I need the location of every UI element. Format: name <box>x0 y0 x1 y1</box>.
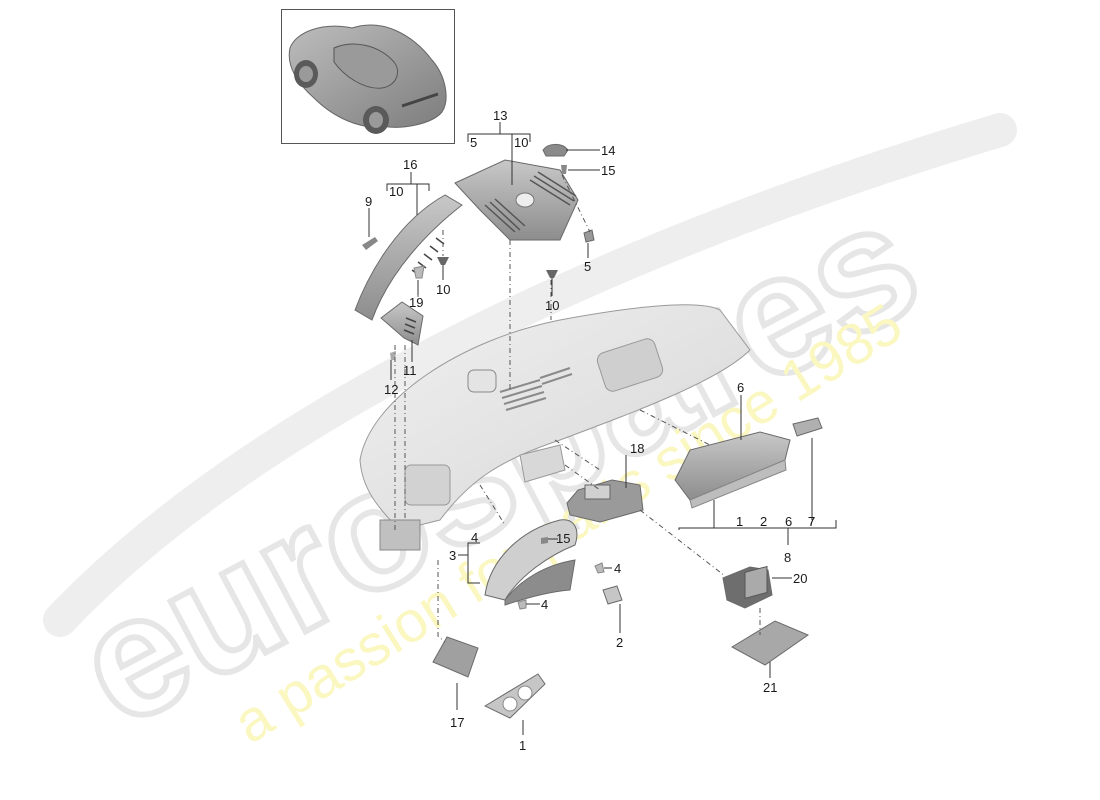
part-6-storage-lid <box>674 431 791 509</box>
part-1-bezel <box>483 673 546 719</box>
callout-15[interactable]: 15 <box>556 531 570 546</box>
part-14-cap <box>542 143 569 157</box>
part-17-lower-trim <box>432 636 479 678</box>
part-7-end-cap <box>792 417 823 437</box>
callout-17[interactable]: 17 <box>450 715 464 730</box>
callout-16-ref-10: 10 <box>389 184 403 199</box>
part-19-clip <box>413 265 425 279</box>
dashboard-carrier-part <box>359 304 751 551</box>
callout-12[interactable]: 12 <box>384 382 398 397</box>
callout-10[interactable]: 10 <box>436 282 450 297</box>
callout-4[interactable]: 4 <box>471 530 478 545</box>
part-4-clip <box>594 562 605 574</box>
callout-8-ref-6: 6 <box>785 514 792 529</box>
part-4-clip <box>517 599 527 610</box>
callout-13-ref-10: 10 <box>514 135 528 150</box>
part-5-clip <box>583 229 595 243</box>
part-10-rivet <box>437 257 449 265</box>
callout-8-ref-7: 7 <box>808 514 815 529</box>
part-13-center-cover <box>454 159 579 241</box>
leader-lines <box>368 122 837 735</box>
callout-8-ref-1: 1 <box>736 514 743 529</box>
part-10-rivet <box>546 270 558 278</box>
callout-18[interactable]: 18 <box>630 441 644 456</box>
callouts: 13 5 10 14 15 16 10 9 19 10 10 5 11 12 6… <box>365 108 815 753</box>
part-11-side-vent <box>380 301 424 346</box>
callout-11[interactable]: 11 <box>403 363 417 378</box>
callout-13-ref-5: 5 <box>470 135 477 150</box>
callout-10[interactable]: 10 <box>545 298 559 313</box>
callout-8[interactable]: 8 <box>784 550 791 565</box>
part-9-clip <box>362 237 378 250</box>
callout-9[interactable]: 9 <box>365 194 372 209</box>
callout-2[interactable]: 2 <box>616 635 623 650</box>
callout-4[interactable]: 4 <box>541 597 548 612</box>
callout-15[interactable]: 15 <box>601 163 615 178</box>
part-20-storage-box <box>722 565 773 609</box>
watermark-swoosh <box>43 113 1017 637</box>
callout-16[interactable]: 16 <box>403 157 417 172</box>
part-2-switch <box>602 585 623 605</box>
callout-19[interactable]: 19 <box>409 295 423 310</box>
callout-1[interactable]: 1 <box>519 738 526 753</box>
callout-5[interactable]: 5 <box>584 259 591 274</box>
callout-4[interactable]: 4 <box>614 561 621 576</box>
part-15-screw <box>561 165 567 174</box>
vehicle-thumbnail <box>281 9 455 144</box>
part-15-screw <box>541 537 548 544</box>
callout-3[interactable]: 3 <box>449 548 456 563</box>
part-3-instrument-surround <box>484 519 578 606</box>
callout-21[interactable]: 21 <box>763 680 777 695</box>
callout-7[interactable]: 7 <box>808 514 815 529</box>
callout-14[interactable]: 14 <box>601 143 615 158</box>
callout-6[interactable]: 6 <box>737 380 744 395</box>
part-21-tray <box>730 620 810 666</box>
callout-13[interactable]: 13 <box>493 108 507 123</box>
car-icon <box>288 24 447 134</box>
part-18-center-console-module <box>566 479 644 523</box>
callout-8-ref-2: 2 <box>760 514 767 529</box>
callout-20[interactable]: 20 <box>793 571 807 586</box>
